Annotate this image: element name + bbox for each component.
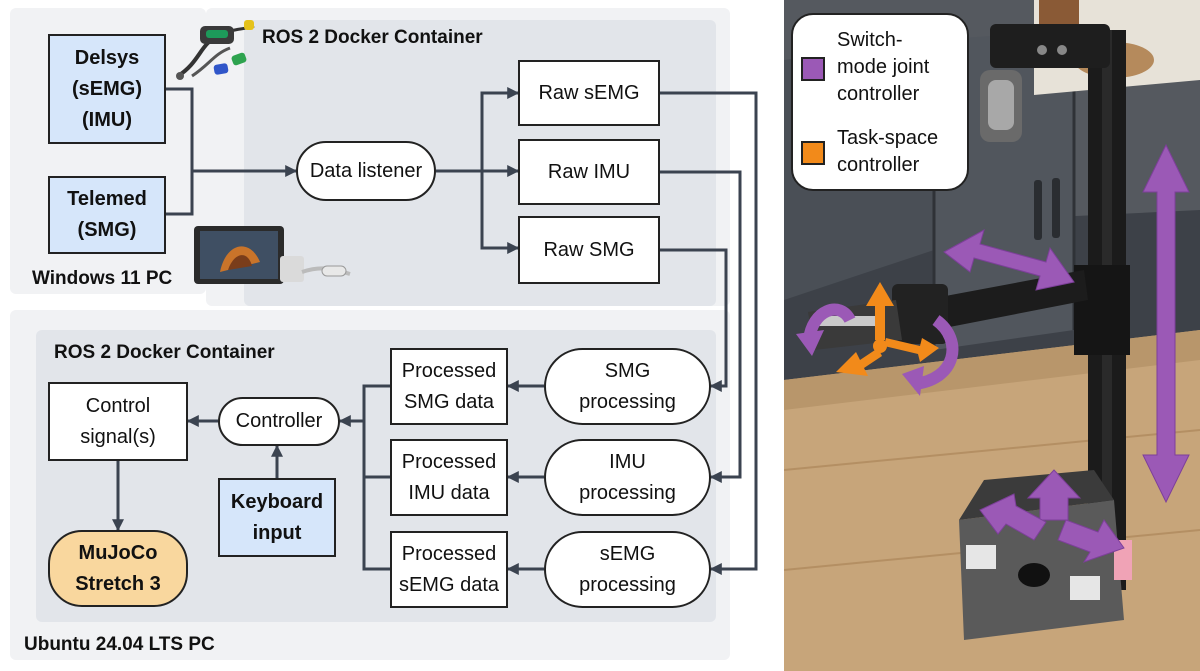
windows-pc-title: Windows 11 PC: [32, 268, 173, 289]
smg-processing-node: SMG processing: [544, 348, 711, 425]
control-signals-box: Control signal(s): [48, 382, 188, 461]
switch-mode-label: Switch- mode joint controller: [837, 29, 930, 105]
semg-processing-node: sEMG processing: [544, 531, 711, 608]
processed-smg-data: Processed SMG data: [390, 348, 508, 425]
raw-imu-topic: Raw IMU: [518, 139, 660, 205]
controller-node: Controller: [218, 397, 340, 446]
raw-smg-topic: Raw SMG: [518, 216, 660, 284]
controller-legend: Switch- mode joint controller Task-space…: [791, 13, 969, 191]
processed-imu-data: Processed IMU data: [390, 439, 508, 516]
ros-container-bottom-title: ROS 2 Docker Container: [54, 342, 275, 363]
ultrasound-device-icon: [194, 226, 351, 284]
task-space-label: Task-space controller: [837, 127, 939, 176]
raw-semg-topic: Raw sEMG: [518, 60, 660, 126]
telemed-sensor-box: Telemed (SMG): [48, 176, 166, 254]
ros-container-top-title: ROS 2 Docker Container: [262, 27, 483, 48]
ubuntu-pc-title: Ubuntu 24.04 LTS PC: [24, 634, 215, 655]
mujoco-stretch-sim: MuJoCo Stretch 3: [48, 530, 188, 607]
connector-arrows: [112, 87, 758, 575]
imu-processing-node: IMU processing: [544, 439, 711, 516]
switch-mode-swatch: [801, 57, 825, 81]
keyboard-input-box: Keyboard input: [218, 478, 336, 557]
task-space-swatch: [801, 141, 825, 165]
emg-sensor-cables-icon: [176, 20, 255, 80]
delsys-sensor-box: Delsys (sEMG) (IMU): [48, 34, 166, 144]
data-listener-node: Data listener: [296, 141, 436, 201]
processed-semg-data: Processed sEMG data: [390, 531, 508, 608]
